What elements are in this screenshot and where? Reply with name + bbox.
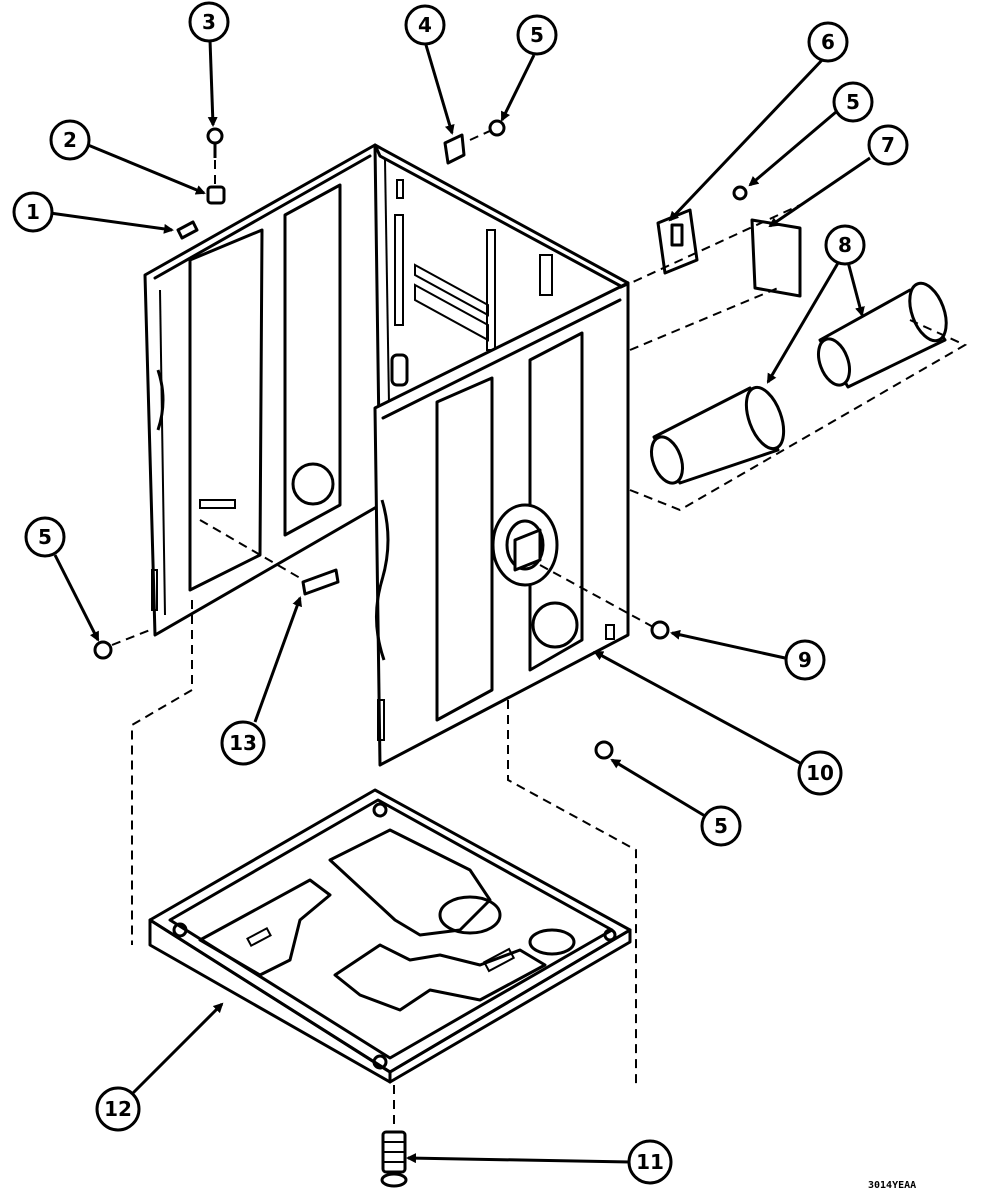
svg-text:12: 12	[104, 1097, 132, 1121]
callout-12: 12	[95, 1086, 141, 1132]
cabinet-left-side-panel	[143, 143, 382, 637]
part-11-leveling-leg	[380, 1130, 408, 1188]
callout-7: 7	[867, 124, 909, 166]
svg-text:1: 1	[26, 200, 40, 224]
svg-text:3: 3	[202, 10, 216, 34]
callout-3: 3	[188, 1, 230, 43]
callout-1: 1	[12, 191, 54, 233]
callout-4: 4	[404, 4, 446, 46]
part-2-spacer	[206, 185, 226, 205]
callout-5-top: 5	[516, 14, 558, 56]
part-3-screw	[206, 127, 224, 158]
svg-text:6: 6	[821, 30, 835, 54]
leader-lines	[49, 39, 871, 1164]
part-5-screw-top	[488, 119, 506, 137]
part-6-terminal-block	[656, 208, 699, 275]
callout-9: 9	[784, 639, 826, 681]
svg-text:11: 11	[636, 1150, 664, 1174]
svg-text:9: 9	[798, 648, 812, 672]
svg-text:5: 5	[38, 525, 52, 549]
callout-8: 8	[824, 224, 866, 266]
part-13-label	[301, 568, 340, 596]
svg-text:7: 7	[881, 133, 895, 157]
callout-11: 11	[627, 1139, 673, 1185]
part-1-plug	[176, 220, 199, 240]
callout-6: 6	[807, 21, 849, 63]
part-4-bracket	[443, 133, 466, 165]
part-5-screw-right	[732, 185, 748, 201]
svg-text:4: 4	[418, 13, 432, 37]
callout-5-left: 5	[24, 516, 66, 558]
callout-10: 10	[797, 750, 843, 796]
svg-text:13: 13	[229, 731, 257, 755]
svg-text:2: 2	[63, 128, 77, 152]
svg-text:8: 8	[838, 233, 852, 257]
callout-2: 2	[49, 119, 91, 161]
part-5-screw-left	[93, 640, 113, 660]
part-8-cylinder-left	[649, 385, 786, 485]
cabinet-right-side-panel	[373, 281, 630, 767]
svg-text:10: 10	[806, 761, 834, 785]
part-8-cylinder-right	[816, 281, 948, 389]
part-5-screw-lower	[594, 740, 614, 760]
callout-13: 13	[220, 720, 266, 766]
part-9-screw	[650, 620, 670, 640]
callout-5-right: 5	[832, 81, 874, 123]
svg-text:5: 5	[530, 23, 544, 47]
svg-text:5: 5	[846, 90, 860, 114]
callout-5-lower: 5	[700, 805, 742, 847]
exhaust-duct-ring	[491, 503, 559, 587]
part-7-label	[750, 218, 802, 298]
assembly-dashed-lines	[111, 129, 968, 1130]
cabinet-base	[148, 788, 632, 1084]
catalog-number: 3014YEAA	[868, 1180, 916, 1191]
svg-text:5: 5	[714, 814, 728, 838]
